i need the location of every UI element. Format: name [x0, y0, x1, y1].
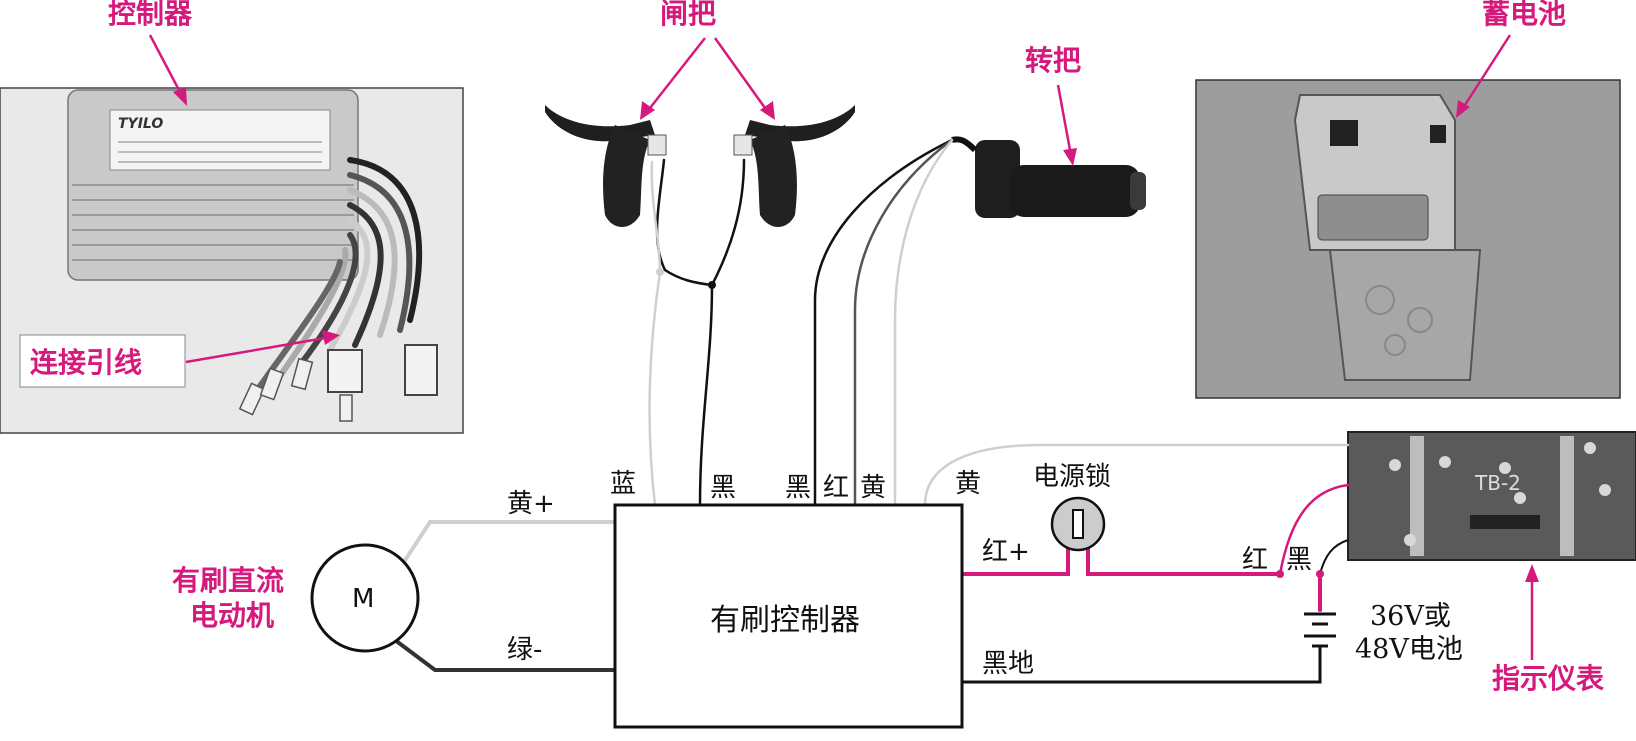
motor-label: 有刷直流 电动机: [172, 564, 294, 632]
controller-box-label: 有刷控制器: [710, 603, 860, 638]
controller-brand: TYILO: [118, 116, 163, 132]
wire-brake-right-black: [710, 158, 746, 287]
motor-symbol-text: M: [352, 584, 374, 614]
battery-voltage-label: 36V或 48V电池: [1355, 601, 1463, 665]
wire-label-green-minus: 绿-: [507, 635, 542, 665]
brake-label: 闸把: [660, 0, 716, 30]
wire-yellow-plus: [398, 520, 617, 570]
wire-blue: [648, 160, 662, 507]
wire-brake-left-black: [655, 158, 667, 272]
power-lock-label: 电源锁: [1033, 462, 1111, 492]
wire-red-plus-b: [1086, 546, 1282, 576]
wire-label-yellow-meter: 黄: [955, 469, 981, 499]
wire-label-red-meter: 红: [1242, 545, 1268, 575]
wire-label-red-throttle: 红: [823, 473, 849, 503]
controller-arrow: [148, 34, 187, 106]
battery-photo: [1195, 79, 1621, 399]
motor-symbol: M: [310, 543, 420, 653]
wire-meter-yellow: [923, 443, 1350, 507]
wire-throttle-black: [813, 138, 954, 507]
power-lock-symbol: [1050, 496, 1106, 552]
controller-label: 控制器: [108, 0, 193, 30]
lead-wires-label: 连接引线: [30, 346, 142, 379]
brake-levers-photo: [545, 105, 855, 228]
wire-black-ground: [960, 653, 1322, 684]
battery-symbol: [1304, 612, 1336, 656]
brushed-controller-box: [613, 503, 964, 729]
brake-arrows: [640, 37, 775, 120]
wire-throttle-red: [853, 138, 954, 507]
wire-label-black-ground: 黑地: [982, 649, 1034, 679]
wiring: [393, 138, 1350, 684]
meter-board-photo: TB-2: [1347, 431, 1636, 561]
battery-photo-label: 蓄电池: [1482, 0, 1566, 30]
wire-label-yellow-throttle: 黄: [860, 473, 886, 503]
meter-label: 指示仪表: [1492, 662, 1604, 695]
wire-throttle-yellow: [893, 138, 954, 507]
battery-photo-arrow: [1456, 34, 1512, 118]
wire-label-black-brake: 黑: [710, 473, 736, 503]
wire-label-black-meter: 黑: [1286, 545, 1312, 575]
wire-green-minus: [393, 638, 617, 672]
throttle-label: 转把: [1025, 44, 1081, 77]
lead-wires-arrow: [185, 330, 340, 364]
wire-meter-black: [1319, 539, 1349, 575]
meter-arrow: [1525, 564, 1539, 660]
wire-label-yellow-plus: 黄+: [507, 489, 555, 519]
wire-label-blue: 蓝: [610, 469, 636, 499]
throttle-arrow: [1056, 84, 1077, 166]
wire-red-plus-a: [960, 546, 1070, 576]
wire-label-black-throttle: 黑: [785, 473, 811, 503]
throttle-photo: [951, 136, 1146, 218]
controller-photo: TYILO: [0, 87, 464, 434]
wire-meter-red: [1278, 483, 1350, 576]
wire-label-red-plus: 红+: [982, 537, 1030, 567]
meter-board-mark: TB-2: [1474, 471, 1521, 495]
